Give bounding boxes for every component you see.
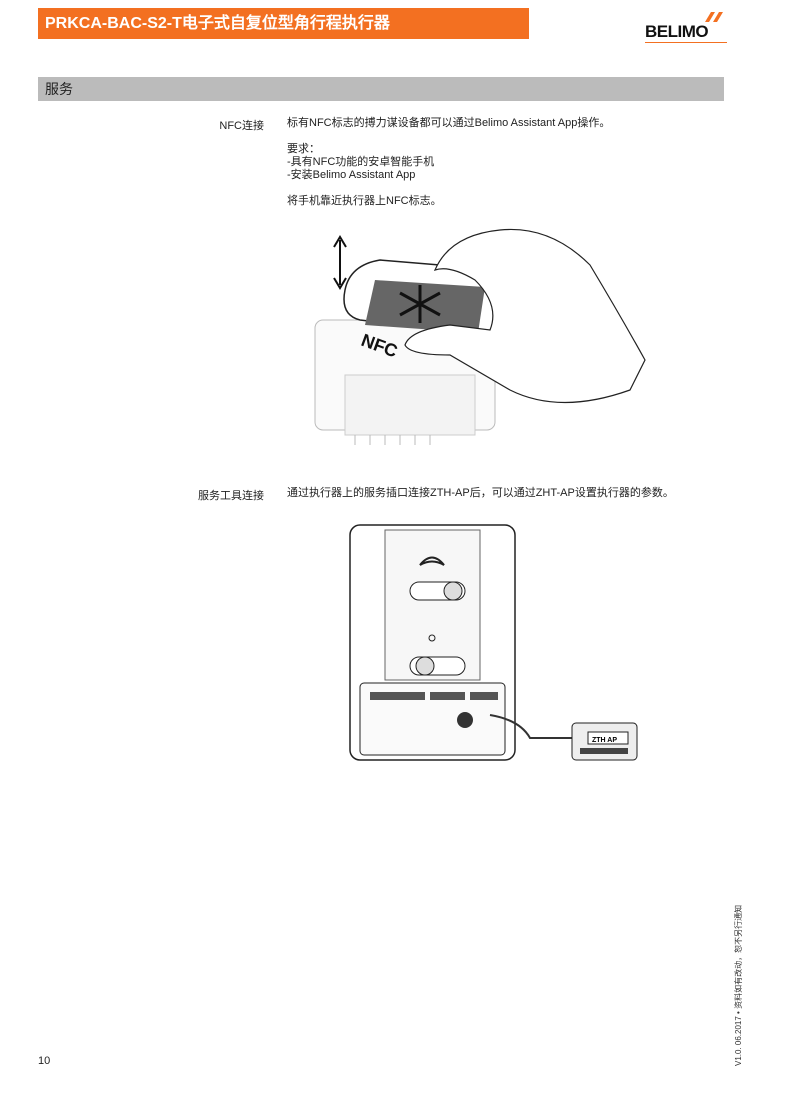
nfc-label: NFC连接 (219, 120, 264, 132)
service-tool-label: 服务工具连接 (198, 490, 264, 502)
nfc-description: 标有NFC标志的搏力谋设备都可以通过Belimo Assistant App操作… (287, 117, 611, 129)
nfc-instruction: 将手机靠近执行器上NFC标志。 (287, 195, 442, 207)
service-tool-description: 通过执行器上的服务插口连接ZTH-AP后，可以通过ZHT-AP设置执行器的参数。 (287, 487, 674, 499)
page-title: PRKCA-BAC-S2-T电子式自复位型角行程执行器 (38, 8, 529, 39)
requirement-item: -安装Belimo Assistant App (287, 169, 416, 181)
actuator-service-illustration: ZTH AP (349, 524, 638, 761)
page-number: 10 (38, 1055, 51, 1067)
version-note: V1.0. 06.2017 • 资料如有改动，恕不另行通知 (734, 904, 743, 1066)
requirements-title: 要求： (287, 143, 320, 155)
section-heading: 服务 (38, 77, 724, 101)
belimo-logo: BELIMO (645, 12, 727, 43)
requirement-item: -具有NFC功能的安卓智能手机 (287, 156, 435, 168)
nfc-illustration: NFC (314, 228, 646, 445)
zth-ap-label: ZTH AP (592, 737, 617, 744)
